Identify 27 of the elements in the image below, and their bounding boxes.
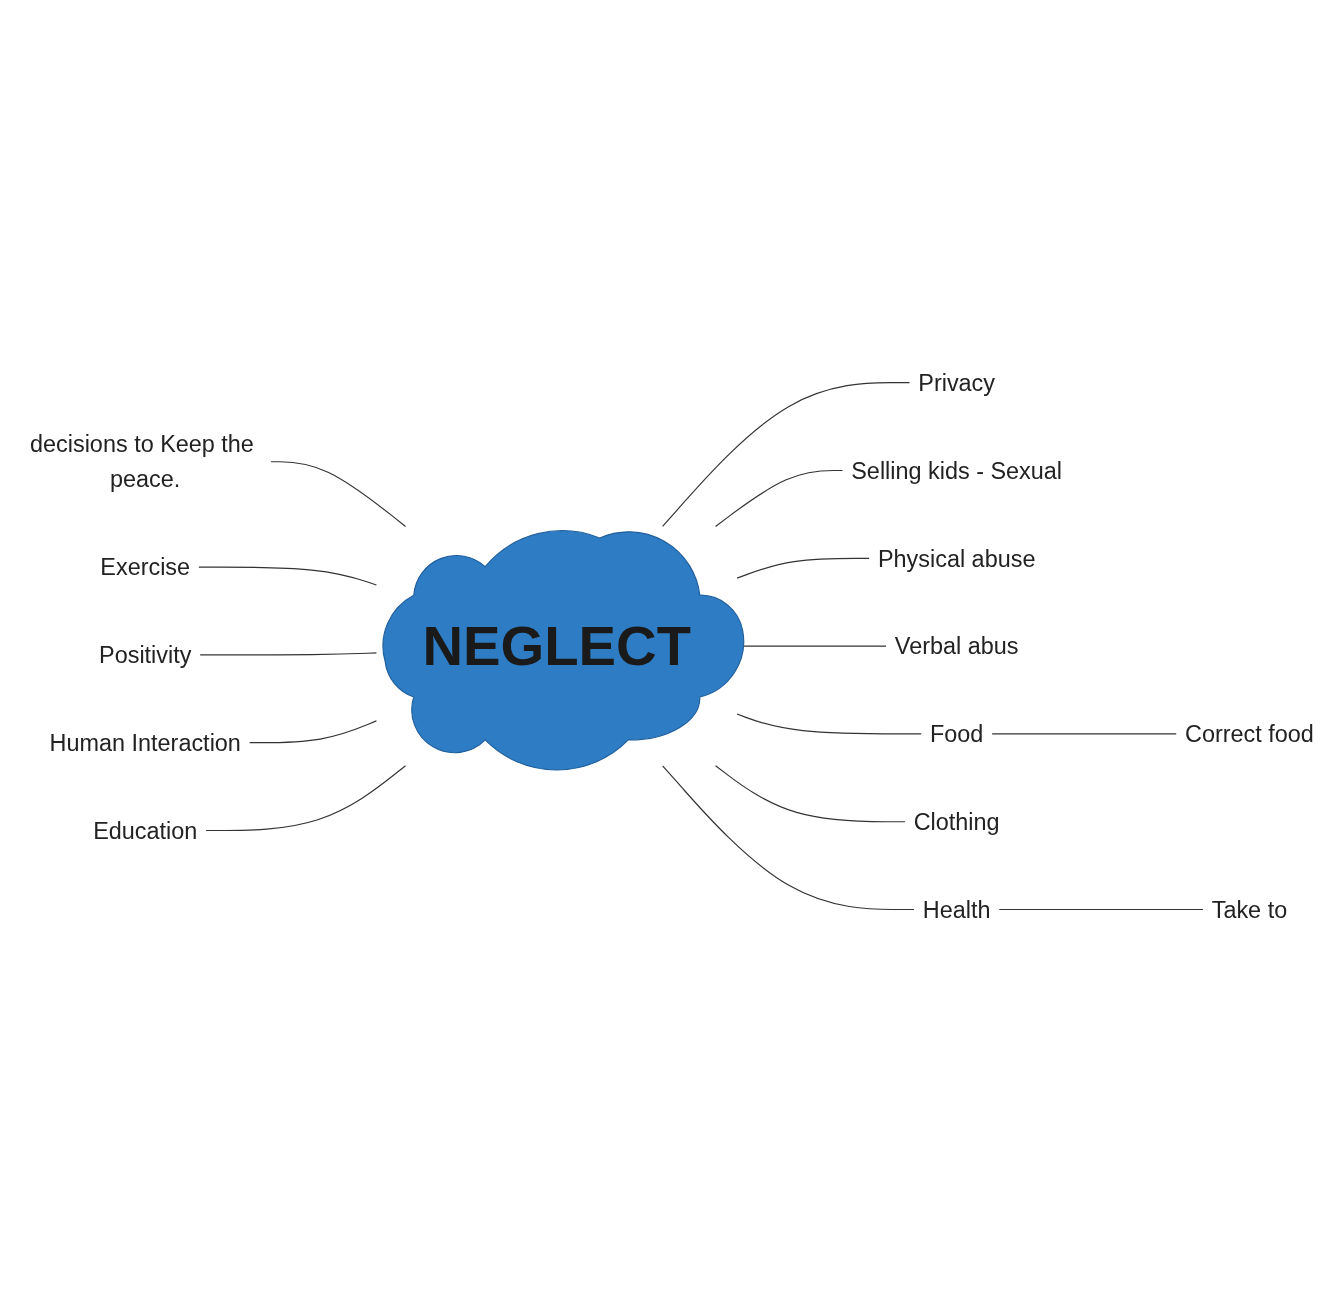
connector xyxy=(998,909,1204,911)
node-text: Clothing xyxy=(913,809,1000,835)
node-text: Exercise xyxy=(100,554,191,581)
node-text: Selling kids - Sexual xyxy=(851,458,1063,484)
connector xyxy=(662,765,915,911)
node-text: decisions to Keep the peace. xyxy=(30,431,254,493)
node-text: Privacy xyxy=(918,370,996,396)
node-text: Human Interaction xyxy=(49,730,241,756)
connector xyxy=(270,461,407,528)
connector xyxy=(198,566,377,586)
node-text: Take to xyxy=(1211,897,1288,923)
connector xyxy=(662,382,911,528)
connector xyxy=(715,470,844,528)
node-text: Correct food xyxy=(1185,721,1314,748)
connector xyxy=(249,720,377,744)
node-text: Education xyxy=(93,818,198,844)
connector xyxy=(736,558,870,580)
node-text: Verbal abus xyxy=(894,633,1019,660)
connector xyxy=(991,733,1177,735)
connector xyxy=(736,713,922,735)
connector xyxy=(205,765,407,832)
node-text: Positivity xyxy=(99,642,192,669)
node-text: Health xyxy=(922,897,991,923)
connector xyxy=(199,652,377,656)
node-text: Physical abuse xyxy=(877,545,1036,572)
node-text: Food xyxy=(929,721,984,748)
connector xyxy=(715,765,906,823)
